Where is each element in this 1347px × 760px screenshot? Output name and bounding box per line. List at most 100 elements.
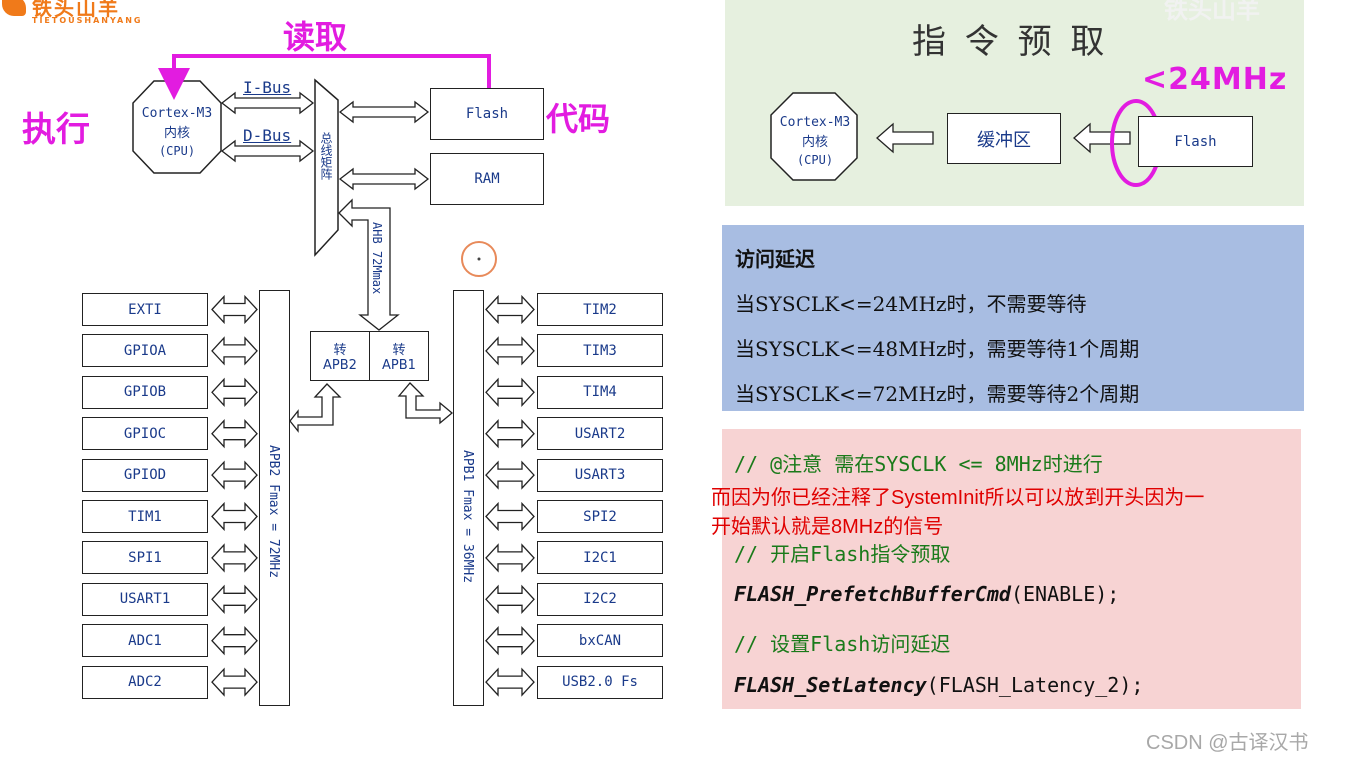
apb2-periph-arrow-9 [211,667,258,697]
prefetch-cpu-l1: Cortex-M3 [779,115,851,130]
prefetch-cpu-l3: (CPU) [796,153,834,167]
apb2-periph-2: GPIOB [82,375,208,409]
flash-block: Flash [430,88,544,140]
bus-matrix-label: 总线矩阵 [319,132,333,180]
arg-latency: (FLASH_Latency_2); [926,673,1144,697]
apb1-periph-9: USB2.0 Fs [537,665,663,699]
prefetch-diagram [770,92,1162,187]
apb2-periph-arrow-8 [211,626,258,656]
apb1-bridge-l1: 转 [392,343,406,358]
apb1-bus-label: APB1 Fmax = 36MHz [460,450,475,584]
watermark-top: 铁头山羊 [1164,0,1260,24]
apb1-periph-6: I2C1 [537,541,663,575]
latency-line-2: 当SYSCLK<=48MHz时，需要等待1个周期 [735,337,1140,361]
apb1-periph-arrow-7 [485,584,535,614]
fn-latency: FLASH_SetLatency [734,673,927,697]
ibus-label: I-Bus [243,78,292,97]
apb1-periph-1: TIM3 [537,334,663,368]
apb2-bridge-l2: APB2 [323,358,357,373]
apb1-bridge-l2: APB1 [382,358,416,373]
note-line-2: 开始默认就是8MHz的信号 [711,516,944,538]
cpu-label-line3: (CPU) [158,144,196,158]
ram-block: RAM [430,153,544,205]
apb1-periph-arrow-1 [485,336,535,366]
apb1-periph-arrow-3 [485,419,535,449]
apb1-bridge-arrow [397,382,454,425]
logo-subtext: TIETOUSHANYANG [32,16,143,25]
arg-prefetch: (ENABLE); [1010,582,1120,606]
apb1-periph-8: bxCAN [537,624,663,658]
apb2-periph-1: GPIOA [82,334,208,368]
bus-matrix-shape [314,78,339,257]
apb1-bridge: 转 APB1 [369,331,429,381]
apb2-periph-arrow-3 [211,419,258,449]
apb2-periph-arrow-6 [211,543,258,573]
annot-read: 读取 [283,18,348,56]
apb2-periph-arrow-7 [211,584,258,614]
apb1-periph-arrow-6 [485,543,535,573]
cpu-label: Cortex-M3 内核 (CPU) [133,104,221,158]
apb2-bridge-arrow [289,383,342,433]
logo-icon [2,0,26,16]
footer-watermark: CSDN @古译汉书 [1146,732,1309,754]
latency-heading: 访问延迟 [735,247,815,271]
apb1-periph-4: USART3 [537,458,663,492]
cursor-highlight [461,241,497,277]
apb1-periph-arrow-8 [485,626,535,656]
apb1-periph-arrow-9 [485,667,535,697]
prefetch-cpu-label: Cortex-M3 内核 (CPU) [771,113,859,167]
matrix-flash-arrow [338,100,430,124]
apb2-periph-6: SPI1 [82,541,208,575]
code-line-prefetch: FLASH_PrefetchBufferCmd(ENABLE); [734,582,1119,606]
code-comment-1: // @注意 需在SYSCLK <= 8MHz时进行 [734,452,1103,476]
prefetch-title: 指 令 预 取 [912,22,1109,62]
apb1-periph-3: USART2 [537,417,663,451]
latency-line-3: 当SYSCLK<=72MHz时，需要等待2个周期 [735,382,1140,406]
apb1-periph-0: TIM2 [537,293,663,326]
code-line-latency: FLASH_SetLatency(FLASH_Latency_2); [734,673,1143,697]
apb2-periph-8: ADC1 [82,624,208,658]
apb2-periph-arrow-1 [211,336,258,366]
annot-exec: 执行 [22,110,90,150]
apb1-periph-5: SPI2 [537,500,663,533]
apb2-bridge-l1: 转 [333,343,347,358]
apb1-periph-7: I2C2 [537,582,663,616]
apb2-periph-5: TIM1 [82,500,208,533]
apb2-periph-3: GPIOC [82,417,208,451]
logo-text: 铁头山羊 [32,0,120,20]
apb1-periph-2: TIM4 [537,375,663,409]
apb2-periph-arrow-5 [211,501,258,532]
prefetch-cpu-octagon [770,92,858,181]
prefetch-flash-block: Flash [1138,116,1253,167]
latency-panel [722,225,1304,411]
bus-diagram [132,54,535,697]
read-annotation-line [158,54,491,100]
buffer-to-cpu-arrow [876,122,934,154]
dbus-arrow [220,139,315,163]
apb2-bus [259,290,290,706]
apb2-periph-arrow-0 [211,294,258,325]
apb2-periph-9: ADC2 [82,665,208,699]
code-panel [722,429,1301,709]
cpu-octagon [132,80,222,174]
apb2-periph-arrows [211,294,258,697]
buffer-block: 缓冲区 [947,113,1061,164]
ahb-arrow [338,198,400,331]
matrix-ram-arrow [338,167,430,191]
apb2-periph-arrow-2 [211,377,258,407]
apb2-periph-0: EXTI [82,293,208,326]
prefetch-cpu-l2: 内核 [801,135,828,150]
note-line-1: 而因为你已经注释了SystemInit所以可以放到开头因为一 [711,487,1205,509]
apb1-periph-arrow-5 [485,501,535,532]
apb2-periph-4: GPIOD [82,458,208,492]
dbus-label: D-Bus [243,126,292,145]
latency-line-1: 当SYSCLK<=24MHz时，不需要等待 [735,292,1087,316]
cpu-label-line2: 内核 [163,126,190,141]
ibus-arrow [220,91,315,115]
apb2-periph-7: USART1 [82,582,208,616]
annot-code: 代码 [546,100,611,138]
code-comment-3: // 设置Flash访问延迟 [734,632,951,656]
cpu-label-line1: Cortex-M3 [141,106,213,121]
flash-to-buffer-arrow [1073,122,1131,154]
apb1-periph-arrow-2 [485,377,535,407]
